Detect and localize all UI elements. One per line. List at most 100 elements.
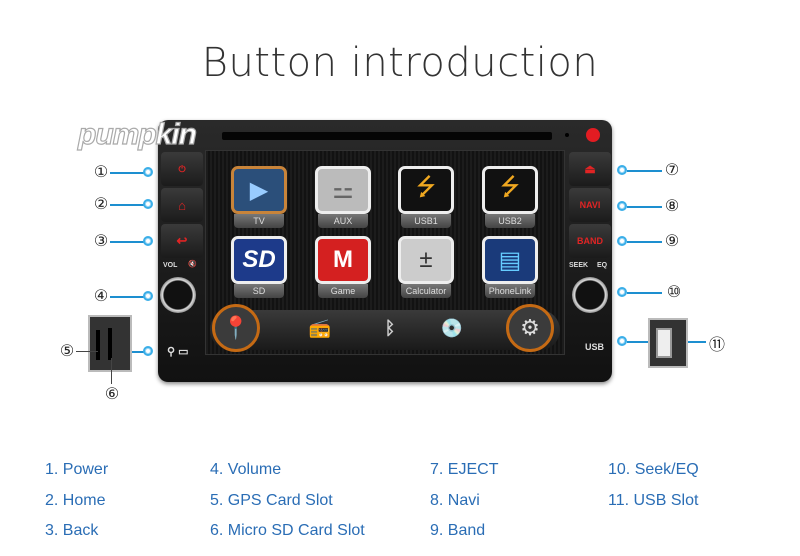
callout-line	[110, 241, 144, 243]
callout-1: ①	[93, 162, 109, 181]
aux-cable-icon: ⚍	[315, 166, 371, 214]
callout-dot	[143, 199, 153, 209]
tv-icon: ▶	[231, 166, 287, 214]
callout-4: ④	[93, 286, 109, 305]
power-icon: ⏻	[178, 163, 186, 174]
ir-sensor	[586, 128, 600, 142]
bluetooth-button[interactable]: ᛒ	[370, 318, 410, 339]
app-label: USB1	[401, 214, 451, 228]
navi-button[interactable]: NAVI	[569, 188, 611, 222]
app-usb1[interactable]: ⭍USB1	[398, 166, 454, 228]
sd-card-icon: SD	[231, 236, 287, 284]
callout-dot	[617, 201, 627, 211]
vol-label: VOL	[163, 262, 178, 269]
callout-line	[110, 204, 144, 206]
micro-sd-slot	[108, 328, 112, 360]
eject-button[interactable]: ⏏	[569, 152, 611, 186]
app-label: Calculator	[401, 284, 451, 298]
settings-button[interactable]: ⚙	[506, 304, 554, 352]
legend-navi: 8. Navi	[430, 492, 480, 509]
callout-line	[110, 296, 144, 298]
navigation-button[interactable]: 📍	[212, 304, 260, 352]
usb-icon: ⭍	[398, 166, 454, 214]
callout-line	[76, 351, 98, 352]
volume-knob[interactable]	[160, 277, 196, 313]
gps-card-slot	[96, 330, 100, 360]
callout-7: ⑦	[664, 160, 680, 179]
callout-3: ③	[93, 231, 109, 250]
radio-icon: 📻	[308, 318, 332, 338]
usb-label: USB	[585, 342, 605, 352]
calculator-icon: ±	[398, 236, 454, 284]
app-label: USB2	[485, 214, 535, 228]
callout-line	[110, 172, 144, 174]
home-button[interactable]: ⌂	[161, 188, 203, 222]
callout-line	[111, 358, 112, 384]
legend-micro-sd-slot: 6. Micro SD Card Slot	[210, 522, 365, 539]
radio-button[interactable]: 📻	[300, 318, 340, 339]
callout-11: ⑪	[708, 335, 725, 354]
reset-pinhole	[565, 133, 569, 137]
seek-eq-knob[interactable]	[572, 277, 608, 313]
legend-band: 9. Band	[430, 522, 486, 539]
disc-icon: 💿	[440, 318, 464, 338]
app-calculator[interactable]: ±Calculator	[398, 236, 454, 298]
eject-icon: ⏏	[584, 162, 596, 176]
callout-8: ⑧	[664, 196, 680, 215]
bottom-dock	[210, 310, 560, 350]
callout-dot	[143, 346, 153, 356]
brand-logo: pumpkin	[77, 117, 197, 151]
callout-line	[132, 351, 144, 353]
callout-10: ⑩	[666, 282, 682, 301]
game-mario-icon: M	[315, 236, 371, 284]
disc-slot	[222, 132, 552, 140]
callout-dot	[617, 287, 627, 297]
app-label: PhoneLink	[485, 284, 535, 298]
app-label: SD	[234, 284, 284, 298]
callout-6: ⑥	[104, 384, 120, 403]
legend-eject: 7. EJECT	[430, 461, 499, 478]
app-label: Game	[318, 284, 368, 298]
callout-line	[627, 170, 662, 172]
disc-button[interactable]: 💿	[432, 318, 472, 339]
callout-line	[627, 341, 648, 343]
gear-icon: ⚙	[520, 315, 540, 340]
callout-line	[688, 341, 706, 343]
legend-home: 2. Home	[45, 492, 106, 509]
power-button[interactable]: ⏻	[161, 152, 203, 186]
app-aux[interactable]: ⚍AUX	[315, 166, 371, 228]
callout-9: ⑨	[664, 231, 680, 250]
app-tv[interactable]: ▶TV	[231, 166, 287, 228]
bluetooth-icon: ᛒ	[384, 318, 396, 338]
app-phonelink[interactable]: ▤PhoneLink	[482, 236, 538, 298]
callout-line	[627, 292, 662, 294]
callout-dot	[617, 236, 627, 246]
home-icon: ⌂	[178, 197, 186, 213]
callout-line	[627, 206, 662, 208]
legend-gps-card-slot: 5. GPS Card Slot	[210, 492, 333, 509]
callout-line	[627, 241, 662, 243]
page-title: Button introduction	[201, 40, 599, 86]
callout-dot	[143, 291, 153, 301]
legend-volume: 4. Volume	[210, 461, 282, 478]
callout-2: ②	[93, 194, 109, 213]
usb-port	[656, 328, 672, 358]
legend-power: 1. Power	[45, 461, 109, 478]
app-label: TV	[234, 214, 284, 228]
band-button[interactable]: BAND	[569, 224, 611, 258]
callout-dot	[617, 336, 627, 346]
gps-card-icon: ⚲ ▭	[167, 346, 189, 358]
app-usb2[interactable]: ⭍USB2	[482, 166, 538, 228]
app-label: AUX	[318, 214, 368, 228]
back-button[interactable]: ↩	[161, 224, 203, 258]
seek-label: SEEK	[569, 262, 589, 269]
callout-dot	[617, 165, 627, 175]
mute-icon: 🔇	[188, 261, 197, 268]
back-icon: ↩	[176, 233, 188, 248]
callout-dot	[143, 167, 153, 177]
legend-usb-slot: 11. USB Slot	[608, 492, 699, 509]
callout-5: ⑤	[59, 341, 75, 360]
callout-dot	[143, 236, 153, 246]
